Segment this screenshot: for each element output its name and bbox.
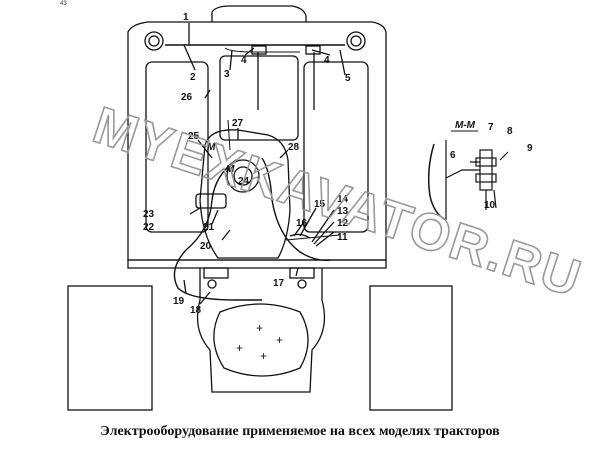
callout-2: 2 [190,72,196,83]
callout-4b: 4 [324,55,330,66]
callout-14: 14 [337,194,349,205]
callout-5: 5 [345,73,351,84]
svg-text:+: + [276,333,283,347]
callout-6: 6 [450,150,456,161]
callout-12: 12 [337,218,349,229]
left-cable [173,159,262,301]
left-rear-light [144,31,164,51]
svg-text:+: + [260,349,267,363]
callout-17: 17 [273,278,285,289]
callout-16: 16 [296,218,308,229]
cab-roof [211,5,307,22]
section-marker: M [207,142,216,153]
callout-8: 8 [507,126,513,137]
page-mark: 43 [60,1,67,7]
generator [226,159,260,193]
callout-19: 19 [173,296,185,307]
cab-outline [127,21,387,261]
final-drive [213,303,309,377]
diagram-caption: Электрооборудование применяемое на всех … [100,424,500,439]
callout-28: 28 [288,142,300,153]
axle-housing [196,268,326,393]
left-wheel [67,285,153,411]
rear-frame [127,259,387,269]
section-detail [427,140,509,221]
callout-15: 15 [314,199,326,210]
callout-27: 27 [232,118,244,129]
callout-22: 22 [143,222,155,233]
callout-18: 18 [190,305,202,316]
right-cable [261,157,331,262]
right-window [303,61,369,233]
left-window [145,61,209,233]
callout-20: 20 [200,241,212,252]
section-marker: M [226,164,235,175]
callout-13: 13 [337,206,349,217]
callout-26: 26 [181,92,193,103]
section-label: M-M [455,120,476,131]
callout-11: 11 [337,232,348,243]
callout-24: 24 [238,176,250,187]
mark-plus: + [236,341,243,355]
callout-4: 4 [241,55,247,66]
rear-window [219,55,299,141]
callout-23: 23 [143,209,155,220]
hydraulic-block [199,129,291,259]
callout-21: 21 [203,222,215,233]
callout-10: 10 [484,200,496,211]
right-wheel [369,285,453,411]
callout-1: 1 [183,12,189,23]
relay-box [195,193,227,209]
right-rear-light [346,31,366,51]
callout-7: 7 [488,122,494,133]
svg-text:+: + [256,321,263,335]
callout-3: 3 [224,69,230,80]
callout-25: 25 [188,131,200,142]
callout-9: 9 [527,143,533,154]
